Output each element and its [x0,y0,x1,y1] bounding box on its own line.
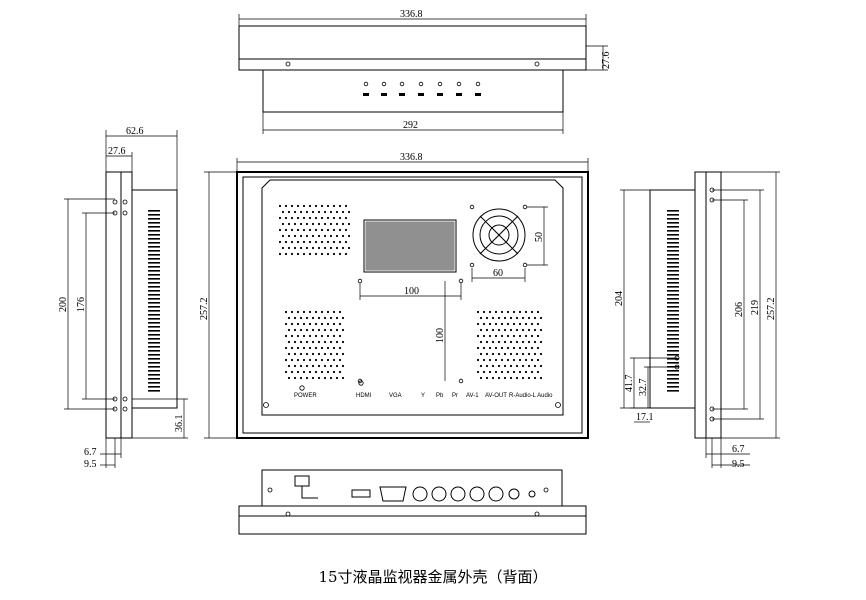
rear-view: 336.8 257.2 100 100 60 50 POWER HDMI VGA… [199,152,589,439]
dim-fan-width: 60 [493,268,503,279]
dim-left-depth: 62.6 [126,126,144,137]
dim-top-inner: 292 [403,120,418,131]
dim-right-32-7: 32.7 [638,379,649,397]
top-view: 336.8 27.6 292 [238,9,612,134]
bottom-view [238,469,587,535]
dim-top-width: 336.8 [400,9,423,20]
dim-fan-height: 50 [534,232,545,242]
label-vga: VGA [389,393,402,399]
dim-front-width: 336.8 [400,152,423,163]
dim-vent-spacing-v: 100 [435,328,446,343]
dim-left-height2: 176 [76,297,87,312]
drawing-caption: 15寸液晶监视器金属外壳（背面） [318,568,548,586]
dim-right-6-7: 6.7 [732,444,745,455]
right-vent-slots [667,210,679,392]
dim-front-height: 257.2 [199,298,210,321]
label-hdmi: HDMI [356,393,372,399]
dim-vent-spacing-h: 100 [404,286,419,297]
dim-top-depth: 27.6 [601,52,612,70]
label-y: Y [421,393,425,399]
label-av1: AV-1 [466,393,479,399]
dim-right-206: 206 [734,302,745,317]
dim-right-41-7: 41.7 [624,375,635,393]
label-pr: Pr [452,393,458,399]
dim-left-bottom: 36.1 [174,415,185,433]
left-side-view: 62.6 27.6 200 176 36.1 6.7 9.5 [58,126,188,470]
fan-guard [472,208,526,262]
dim-right-9-5: 9.5 [732,459,745,470]
dim-right-257-2: 257.2 [766,298,777,321]
label-pb: Pb [436,393,444,399]
right-side-view: 204 206 219 257.2 41.7 32.7 17.1 6.7 9.5 [614,171,780,470]
vent-grilles [278,204,543,380]
left-vent-slots [148,210,160,392]
dim-right-219: 219 [750,300,761,315]
label-plate-hatch [365,221,457,273]
label-power: POWER [294,393,317,399]
label-av-out: AV-OUT [485,393,507,399]
dim-right-17-1: 17.1 [636,412,654,423]
dim-left-6-7: 6.7 [84,447,97,458]
dim-right-204: 204 [614,291,625,306]
dim-left-9-5: 9.5 [84,459,97,470]
dim-left-height1: 200 [58,297,69,312]
dim-left-depth2: 27.6 [108,146,126,157]
top-buttons [363,81,481,96]
label-audio: R-Audio-L Audio [509,393,553,399]
